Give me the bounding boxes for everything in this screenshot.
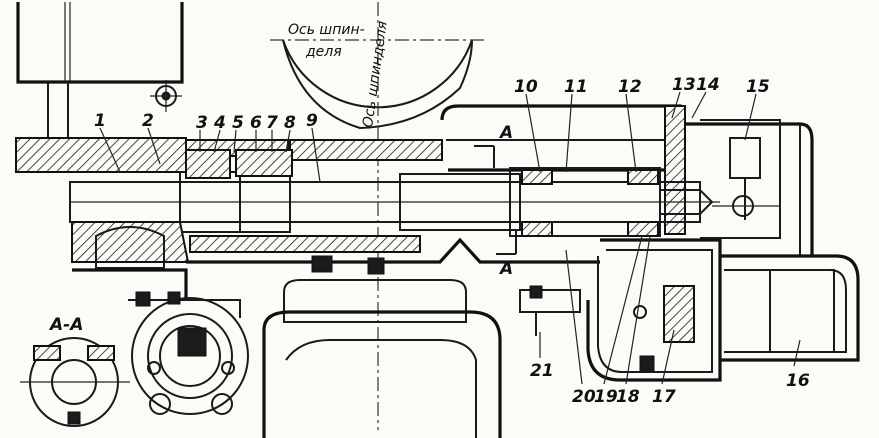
- section-arrow-a: [474, 145, 517, 255]
- callout-7: 7: [266, 113, 278, 133]
- callout-19: 19: [594, 387, 618, 407]
- callout-17: 17: [652, 387, 676, 407]
- callout-4: 4: [213, 113, 226, 133]
- callout-12: 12: [618, 77, 642, 97]
- housing-lower: [71, 221, 600, 438]
- bracket-21: [519, 285, 581, 336]
- callout-16: 16: [786, 371, 810, 391]
- callout-numbers: 1 2 3 4 5 6 7 8 9 10 11 12 13 14 15 16 1…: [94, 75, 810, 407]
- spindle-axis-label-line1: Ось шпин-: [288, 22, 365, 38]
- section-mark-a-bottom: А: [498, 259, 513, 279]
- grinding-wheel-outline: [270, 2, 488, 430]
- callout-5: 5: [232, 113, 244, 133]
- callout-leaders: [99, 91, 801, 385]
- callout-6: 6: [250, 113, 262, 133]
- spindle-axis-side-label: Ось шпинделя: [360, 20, 391, 128]
- spindle-axis-label-line2: деля: [305, 44, 342, 60]
- bearing-flange: [128, 291, 249, 415]
- section-mark-a-top: А: [498, 123, 513, 143]
- callout-1: 1: [94, 111, 106, 131]
- callout-8: 8: [284, 113, 296, 133]
- callout-21: 21: [530, 361, 554, 381]
- callout-3: 3: [196, 113, 208, 133]
- callout-20: 20: [572, 387, 596, 407]
- callout-11: 11: [564, 77, 588, 97]
- callout-10: 10: [514, 77, 538, 97]
- callout-9: 9: [306, 111, 318, 131]
- section-labels: А-А А А: [48, 123, 513, 335]
- upper-left-frame: [16, 2, 184, 138]
- spindle-shaft: [69, 149, 720, 237]
- callout-15: 15: [746, 77, 770, 97]
- gear-housing-right: [586, 238, 860, 382]
- callout-2: 2: [142, 111, 154, 131]
- mechanism-top-right: [700, 119, 781, 239]
- callout-13: 13: [672, 75, 696, 95]
- section-a-a: [20, 337, 130, 427]
- callout-18: 18: [616, 387, 640, 407]
- section-a-a-label: А-А: [48, 315, 83, 335]
- callout-14: 14: [696, 75, 720, 95]
